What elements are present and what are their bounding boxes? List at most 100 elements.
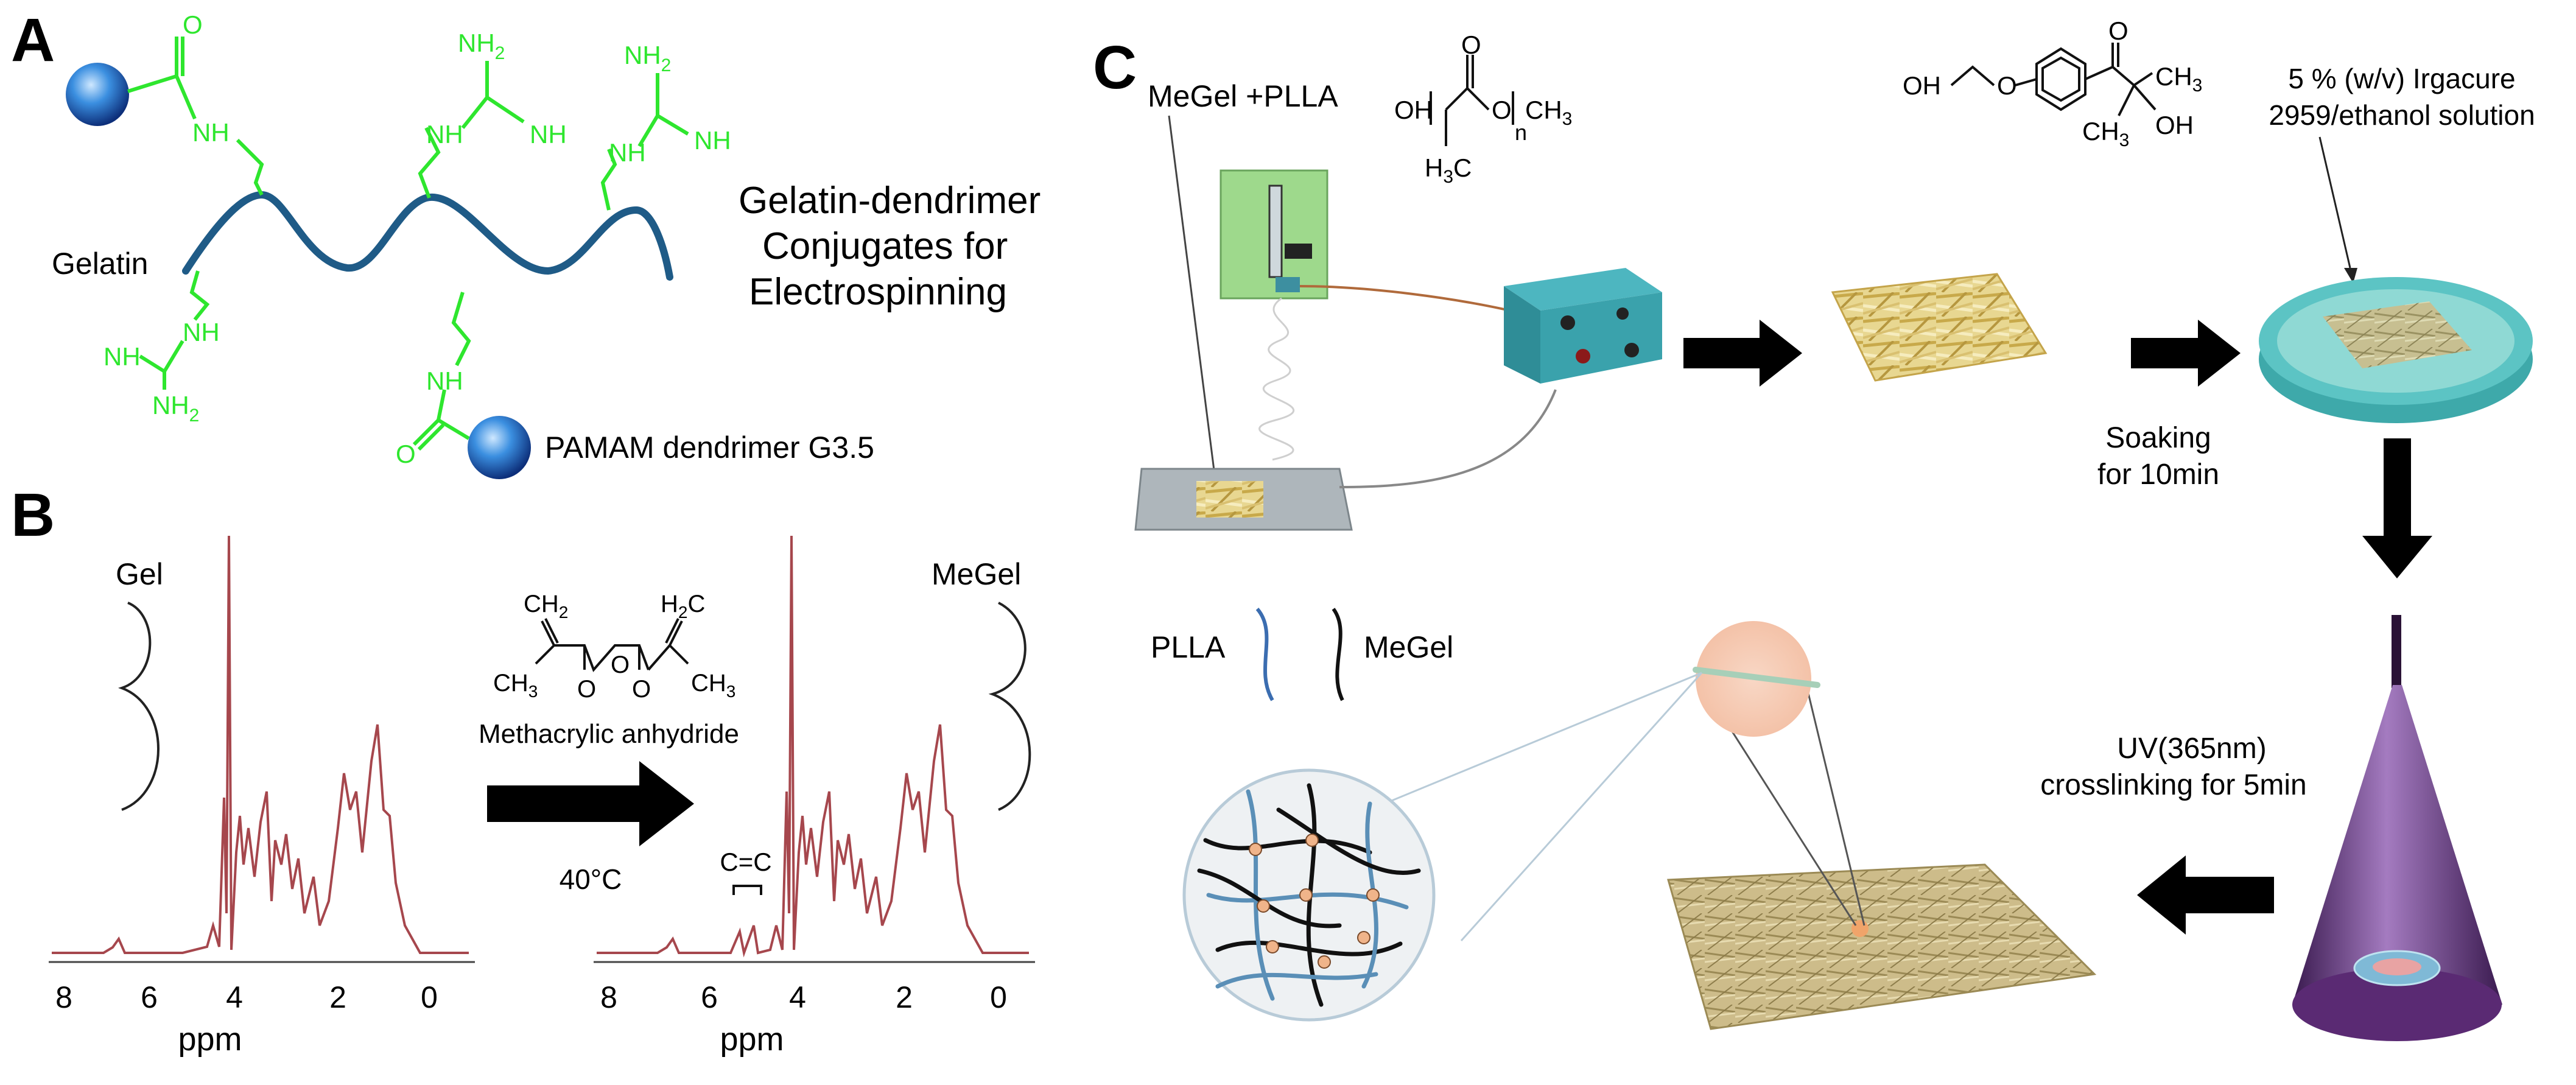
o-left: O	[577, 676, 596, 703]
h2c-right: H2C	[661, 591, 705, 622]
irgacure-structure	[1950, 43, 2157, 116]
panel-a-title-line1: Gelatin-dendrimer	[739, 180, 1041, 222]
process-arrow-down	[2362, 438, 2432, 578]
temperature-label: 40°C	[560, 863, 622, 895]
pointer-head	[2344, 268, 2357, 283]
plla-o-carbonyl: O	[1461, 30, 1481, 59]
crosslink-points	[1249, 834, 1380, 969]
nh-label-a2: NH	[426, 120, 463, 149]
tick-0-b: 0	[990, 980, 1007, 1014]
methacrylic-anhydride-structure	[535, 618, 689, 672]
plla-h3c: H3C	[1425, 153, 1472, 187]
plla-ch3: CH3	[1525, 96, 1572, 129]
irgacure-o-carbonyl: O	[2108, 16, 2129, 45]
gelatin-backbone	[182, 191, 673, 281]
o-right: O	[632, 676, 651, 703]
reaction-arrow	[487, 761, 694, 846]
plla-n: n	[1515, 120, 1527, 145]
legend-plla-line	[1255, 608, 1274, 701]
pump-clamp	[1285, 244, 1312, 259]
knob-3	[1624, 343, 1639, 357]
power-supply-top	[1504, 268, 1662, 311]
nh-label-a3: NH	[530, 120, 567, 149]
needle-holder	[1276, 277, 1300, 292]
nh-label-a5: NH	[694, 126, 731, 155]
soaking-line2: for 10min	[2097, 458, 2219, 491]
spectrum-megel	[597, 535, 1029, 958]
hv-wire-bottom	[1339, 389, 1557, 488]
uv-lamp-stem	[2392, 615, 2401, 688]
tick-6-b: 6	[701, 980, 718, 1014]
collector-mat	[1196, 481, 1263, 518]
nh-label-a8: NH	[426, 367, 463, 395]
legend-megel: MeGel	[1364, 630, 1453, 664]
tick-8-a: 8	[55, 980, 72, 1014]
irgacure-oh-2: OH	[2155, 111, 2194, 139]
nh2-label-a1: NH2	[458, 29, 505, 63]
process-arrow-1	[1683, 320, 1802, 387]
guanidine-chain-top2	[600, 73, 689, 211]
spectrum-gel	[52, 535, 469, 954]
dish-fiber-mat	[2323, 301, 2472, 368]
knob-4	[1616, 307, 1629, 320]
panel-b: B Gel 8 6 4 2 0 ppm CH2 H2C CH3	[11, 481, 1035, 1058]
panel-a-title-line2: Conjugates for	[762, 225, 1008, 267]
panel-a-title-line3: Electrospinning	[749, 271, 1007, 313]
crosslinked-mat	[1667, 863, 2097, 1030]
amide-linker-bottom	[412, 292, 471, 451]
nh2-label-a2: NH2	[624, 41, 671, 75]
gel-structure-icon	[118, 602, 160, 811]
guanidine-chain-bottom	[139, 270, 210, 390]
process-arrow-2	[2131, 320, 2241, 387]
tick-8-b: 8	[600, 980, 617, 1014]
ch3-left: CH3	[493, 670, 538, 701]
panel-c: C MeGel +PLLA OH O O CH3 n H3C	[1093, 16, 2535, 1041]
amide-linker-top	[127, 37, 264, 196]
plla-o-ester: O	[1492, 96, 1512, 124]
power-supply-side	[1540, 292, 1662, 384]
panel-c-letter: C	[1093, 33, 1137, 102]
power-supply-front	[1504, 286, 1540, 384]
oxygen-label-a1: O	[183, 10, 203, 39]
ch3-right: CH3	[691, 670, 735, 701]
collector-wire-guide	[1168, 115, 1216, 476]
uv-sample	[2373, 958, 2421, 975]
cc-label: C=C	[720, 848, 771, 876]
panel-a-letter: A	[11, 6, 55, 74]
reagent-label: Methacrylic anhydride	[479, 719, 739, 749]
nh-label-a7: NH	[104, 342, 141, 371]
uv-line1: UV(365nm)	[2117, 732, 2266, 765]
gel-label: Gel	[116, 557, 163, 591]
dendrimer-ball-icon-2	[468, 416, 531, 479]
megel-label: MeGel	[932, 557, 1021, 591]
panel-b-letter: B	[11, 481, 55, 549]
tick-0-a: 0	[421, 980, 438, 1014]
plla-oh: OH	[1394, 96, 1433, 124]
irgacure-pointer	[2318, 136, 2351, 269]
axis-ticks-2: 8 6 4 2 0	[600, 980, 1007, 1014]
irgacure-ch3-2: CH3	[2082, 117, 2129, 150]
zoom-line-4	[1460, 672, 1703, 942]
irgacure-o-ether: O	[1997, 71, 2017, 100]
process-arrow-left	[2137, 855, 2274, 935]
knob-1	[1560, 315, 1575, 330]
dendrimer-label: PAMAM dendrimer G3.5	[545, 430, 874, 465]
nh-label-a6: NH	[183, 318, 220, 346]
uv-light-cone	[2292, 685, 2502, 1005]
nh-label-a4: NH	[609, 138, 646, 167]
oxygen-label-a2: O	[396, 440, 416, 468]
panel-a: A O NH NH NH NH2 NH NH NH2	[11, 6, 1041, 479]
cc-bracket	[732, 885, 762, 895]
axis-unit-2: ppm	[720, 1021, 784, 1058]
fiber-mat-1	[1831, 273, 2048, 382]
irgacure-ch3-1: CH3	[2155, 62, 2202, 96]
single-fiber	[1693, 667, 1820, 688]
ch2-left: CH2	[524, 591, 568, 622]
uv-line2: crosslinking for 5min	[2040, 769, 2306, 801]
tick-2-a: 2	[329, 980, 346, 1014]
axis-ticks-1: 8 6 4 2 0	[55, 980, 438, 1014]
hv-wire-top	[1299, 285, 1511, 312]
uv-cone-base	[2292, 968, 2502, 1041]
megel-structure-icon	[988, 602, 1031, 811]
spinning-jet	[1258, 297, 1295, 461]
